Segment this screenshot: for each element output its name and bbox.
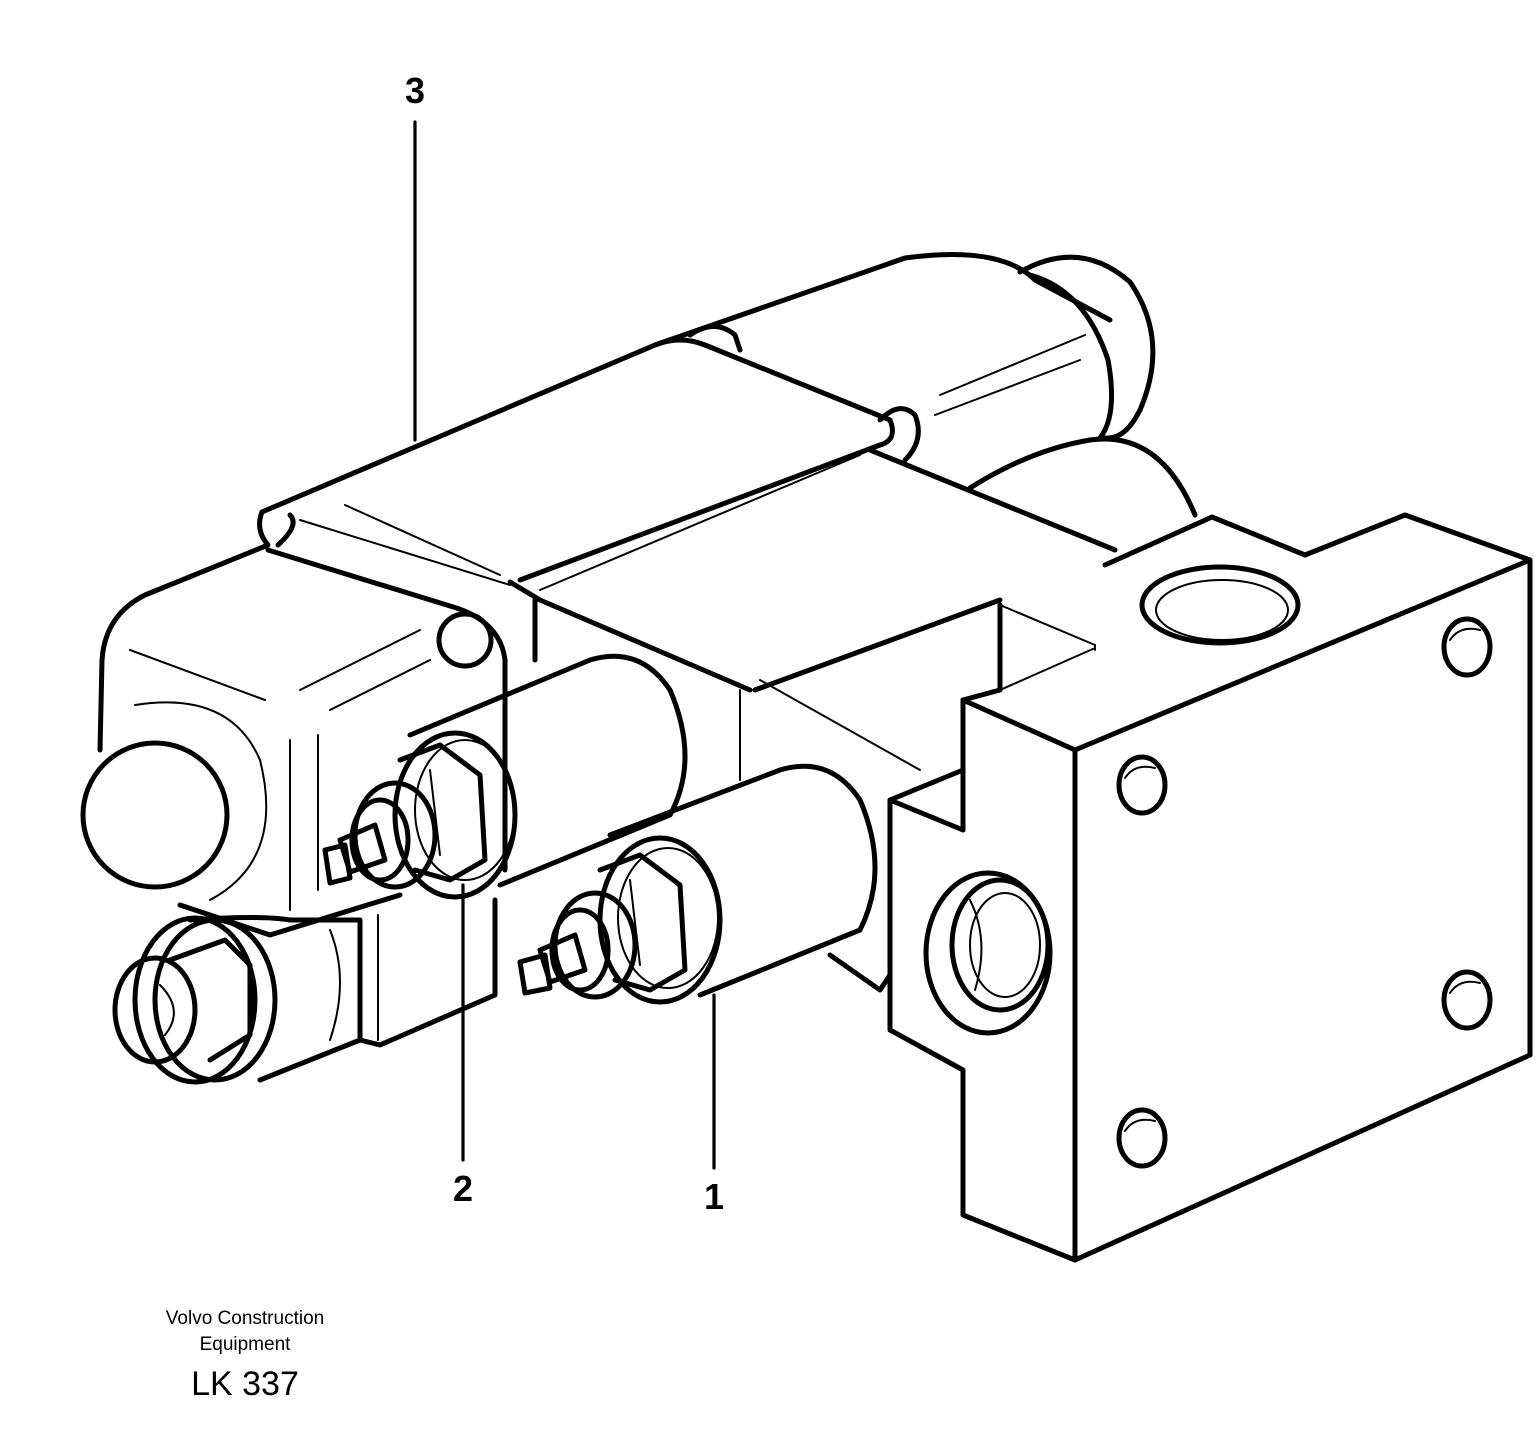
solenoid-housing (80, 337, 1118, 938)
manifold-block (887, 512, 1533, 1263)
callout-2: 2 (453, 1168, 473, 1209)
callout-1: 1 (704, 1176, 724, 1217)
drawing-code: LK 337 (191, 1365, 299, 1403)
drawing-footer: Volvo Construction Equipment LK 337 (145, 1306, 345, 1406)
company-name-line1: Volvo Construction (165, 1308, 325, 1329)
company-name-line2: Equipment (199, 1334, 291, 1355)
rear-solenoid (652, 252, 1198, 518)
cartridge-valve-1 (517, 763, 893, 1005)
callout-3: 3 (405, 70, 425, 111)
cartridge-valve-2 (322, 653, 688, 900)
lower-left-cartridge (112, 897, 498, 1085)
